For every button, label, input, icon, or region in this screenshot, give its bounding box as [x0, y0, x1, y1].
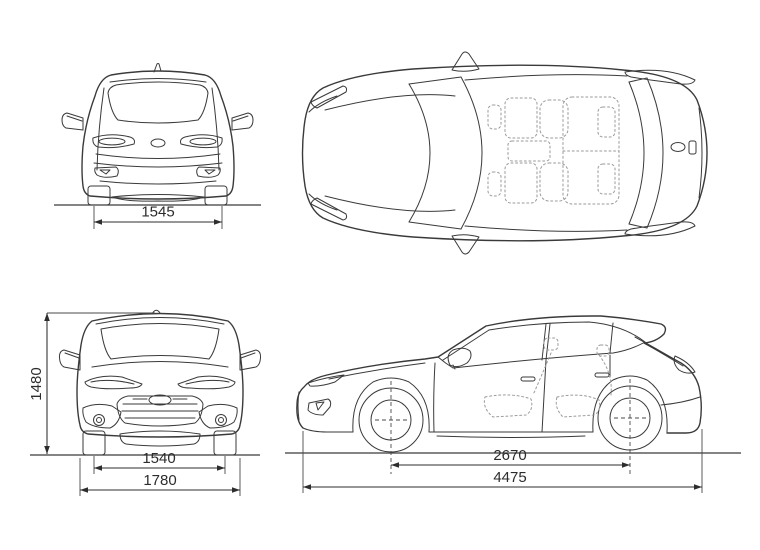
headlight-front-left	[84, 375, 143, 390]
hood-crease-side	[328, 362, 426, 380]
underbody-line	[111, 194, 205, 202]
roof-antenna-icon	[153, 63, 162, 73]
brand-logo	[150, 138, 166, 148]
rear-glass-arc	[628, 81, 645, 225]
dimension-overall-length: 4475	[302, 429, 703, 493]
rear-window	[107, 81, 209, 124]
mirror-fin-top	[451, 51, 480, 72]
side-mirror-left	[61, 112, 84, 131]
fog-lamp-left	[82, 403, 122, 429]
cowl-line	[91, 361, 229, 368]
headlight-top-left	[310, 85, 348, 109]
hood-crease-top	[324, 94, 456, 111]
dimension-label-wheelbase: 2670	[493, 447, 526, 464]
front-body-outline	[76, 312, 244, 438]
front-view-drawing: 1480 1540 1780	[28, 309, 262, 496]
bumper-reflector-right	[196, 166, 221, 178]
roof-inner-line	[95, 317, 225, 325]
dimension-label-rear-track: 1545	[141, 204, 174, 221]
grille-logo	[148, 394, 172, 406]
roof-spoiler-lip	[109, 78, 207, 83]
windshield-side-inner	[442, 329, 490, 361]
side-body-outline	[296, 315, 702, 434]
interior-seats-side-dotted	[483, 337, 612, 418]
a-pillar-top	[408, 76, 462, 230]
taillight-right	[180, 134, 223, 149]
hatch-arc	[646, 77, 664, 229]
roof-rail-top	[464, 74, 628, 81]
rear-body-outline	[81, 70, 235, 200]
windshield-front	[100, 323, 220, 360]
top-car-body	[301, 51, 708, 255]
a-pillar-base	[437, 356, 454, 369]
dimension-label-front-track: 1540	[142, 450, 175, 467]
dimension-label-overall-height: 1480	[28, 367, 45, 400]
dimension-label-overall-width: 1780	[143, 472, 176, 489]
rear-bumper-arc	[698, 107, 703, 199]
front-bumper-line-top	[308, 95, 338, 211]
spoiler-wing-top	[624, 69, 696, 85]
dimension-wheelbase: 2670	[375, 379, 646, 474]
tailgate-line-1	[95, 153, 221, 159]
rear-door-seam	[541, 359, 547, 433]
front-wheel-arch	[352, 377, 430, 433]
dimension-front-track: 1540	[93, 450, 226, 474]
grille	[116, 394, 204, 427]
front-bumper-bottom	[302, 427, 354, 433]
mirror-front-right	[239, 349, 262, 371]
top-view-drawing	[301, 51, 708, 255]
lower-intake	[119, 430, 201, 447]
quarter-pillar	[609, 322, 614, 354]
rear-car-body	[61, 63, 254, 206]
beltline	[452, 341, 646, 369]
windshield-top-arc	[460, 76, 483, 230]
mirror-side	[447, 347, 472, 370]
dimension-overall-height: 1480	[28, 312, 155, 454]
rear-glass-side	[634, 336, 678, 362]
b-pillar	[541, 323, 551, 361]
nose-inner-line	[297, 391, 300, 421]
fog-lamp-side	[307, 398, 332, 416]
door-handle-rear	[594, 372, 610, 378]
front-car-body	[58, 309, 262, 456]
rear-wiper-base	[688, 140, 697, 155]
dimension-label-overall-length: 4475	[493, 469, 526, 486]
lower-bumper-line	[99, 180, 217, 185]
door-handle-front	[520, 376, 536, 382]
rear-view-drawing: 1545	[54, 63, 261, 229]
side-car-body	[296, 315, 702, 453]
taillight-left	[92, 134, 135, 149]
rear-bumper-line	[660, 396, 701, 406]
windshield-cowl-arc	[408, 83, 431, 223]
headlight-front-right	[177, 375, 236, 390]
taillight-side	[673, 355, 696, 374]
fog-lamp-right	[198, 403, 238, 429]
hatch-seam-side	[643, 342, 684, 367]
hood-crease-bottom	[324, 195, 456, 212]
headlight-side	[307, 374, 345, 387]
side-skirt	[436, 435, 586, 438]
rear-wheel-arch	[592, 375, 668, 433]
headlight-bottom-left	[310, 197, 348, 221]
interior-seats-dotted	[487, 96, 620, 205]
mirror-front-left	[58, 349, 81, 371]
glass-top-line	[488, 321, 646, 343]
dimension-overall-width: 1780	[79, 458, 241, 496]
hatch-seam-left	[96, 87, 105, 171]
side-view-drawing: 2670 4475	[285, 315, 741, 493]
top-body-outline	[301, 64, 708, 242]
tailgate-line-2	[93, 162, 223, 168]
roof-antenna-top-icon	[670, 142, 686, 152]
spoiler-wing-bottom	[624, 221, 696, 237]
dimension-rear-track: 1545	[93, 204, 223, 229]
bumper-reflector-left	[94, 166, 119, 178]
hatch-seam-right	[211, 87, 220, 171]
side-mirror-right	[231, 112, 254, 131]
roof-rail-bottom	[464, 225, 628, 232]
front-door-seam	[433, 362, 436, 433]
mirror-fin-bottom	[451, 234, 480, 255]
